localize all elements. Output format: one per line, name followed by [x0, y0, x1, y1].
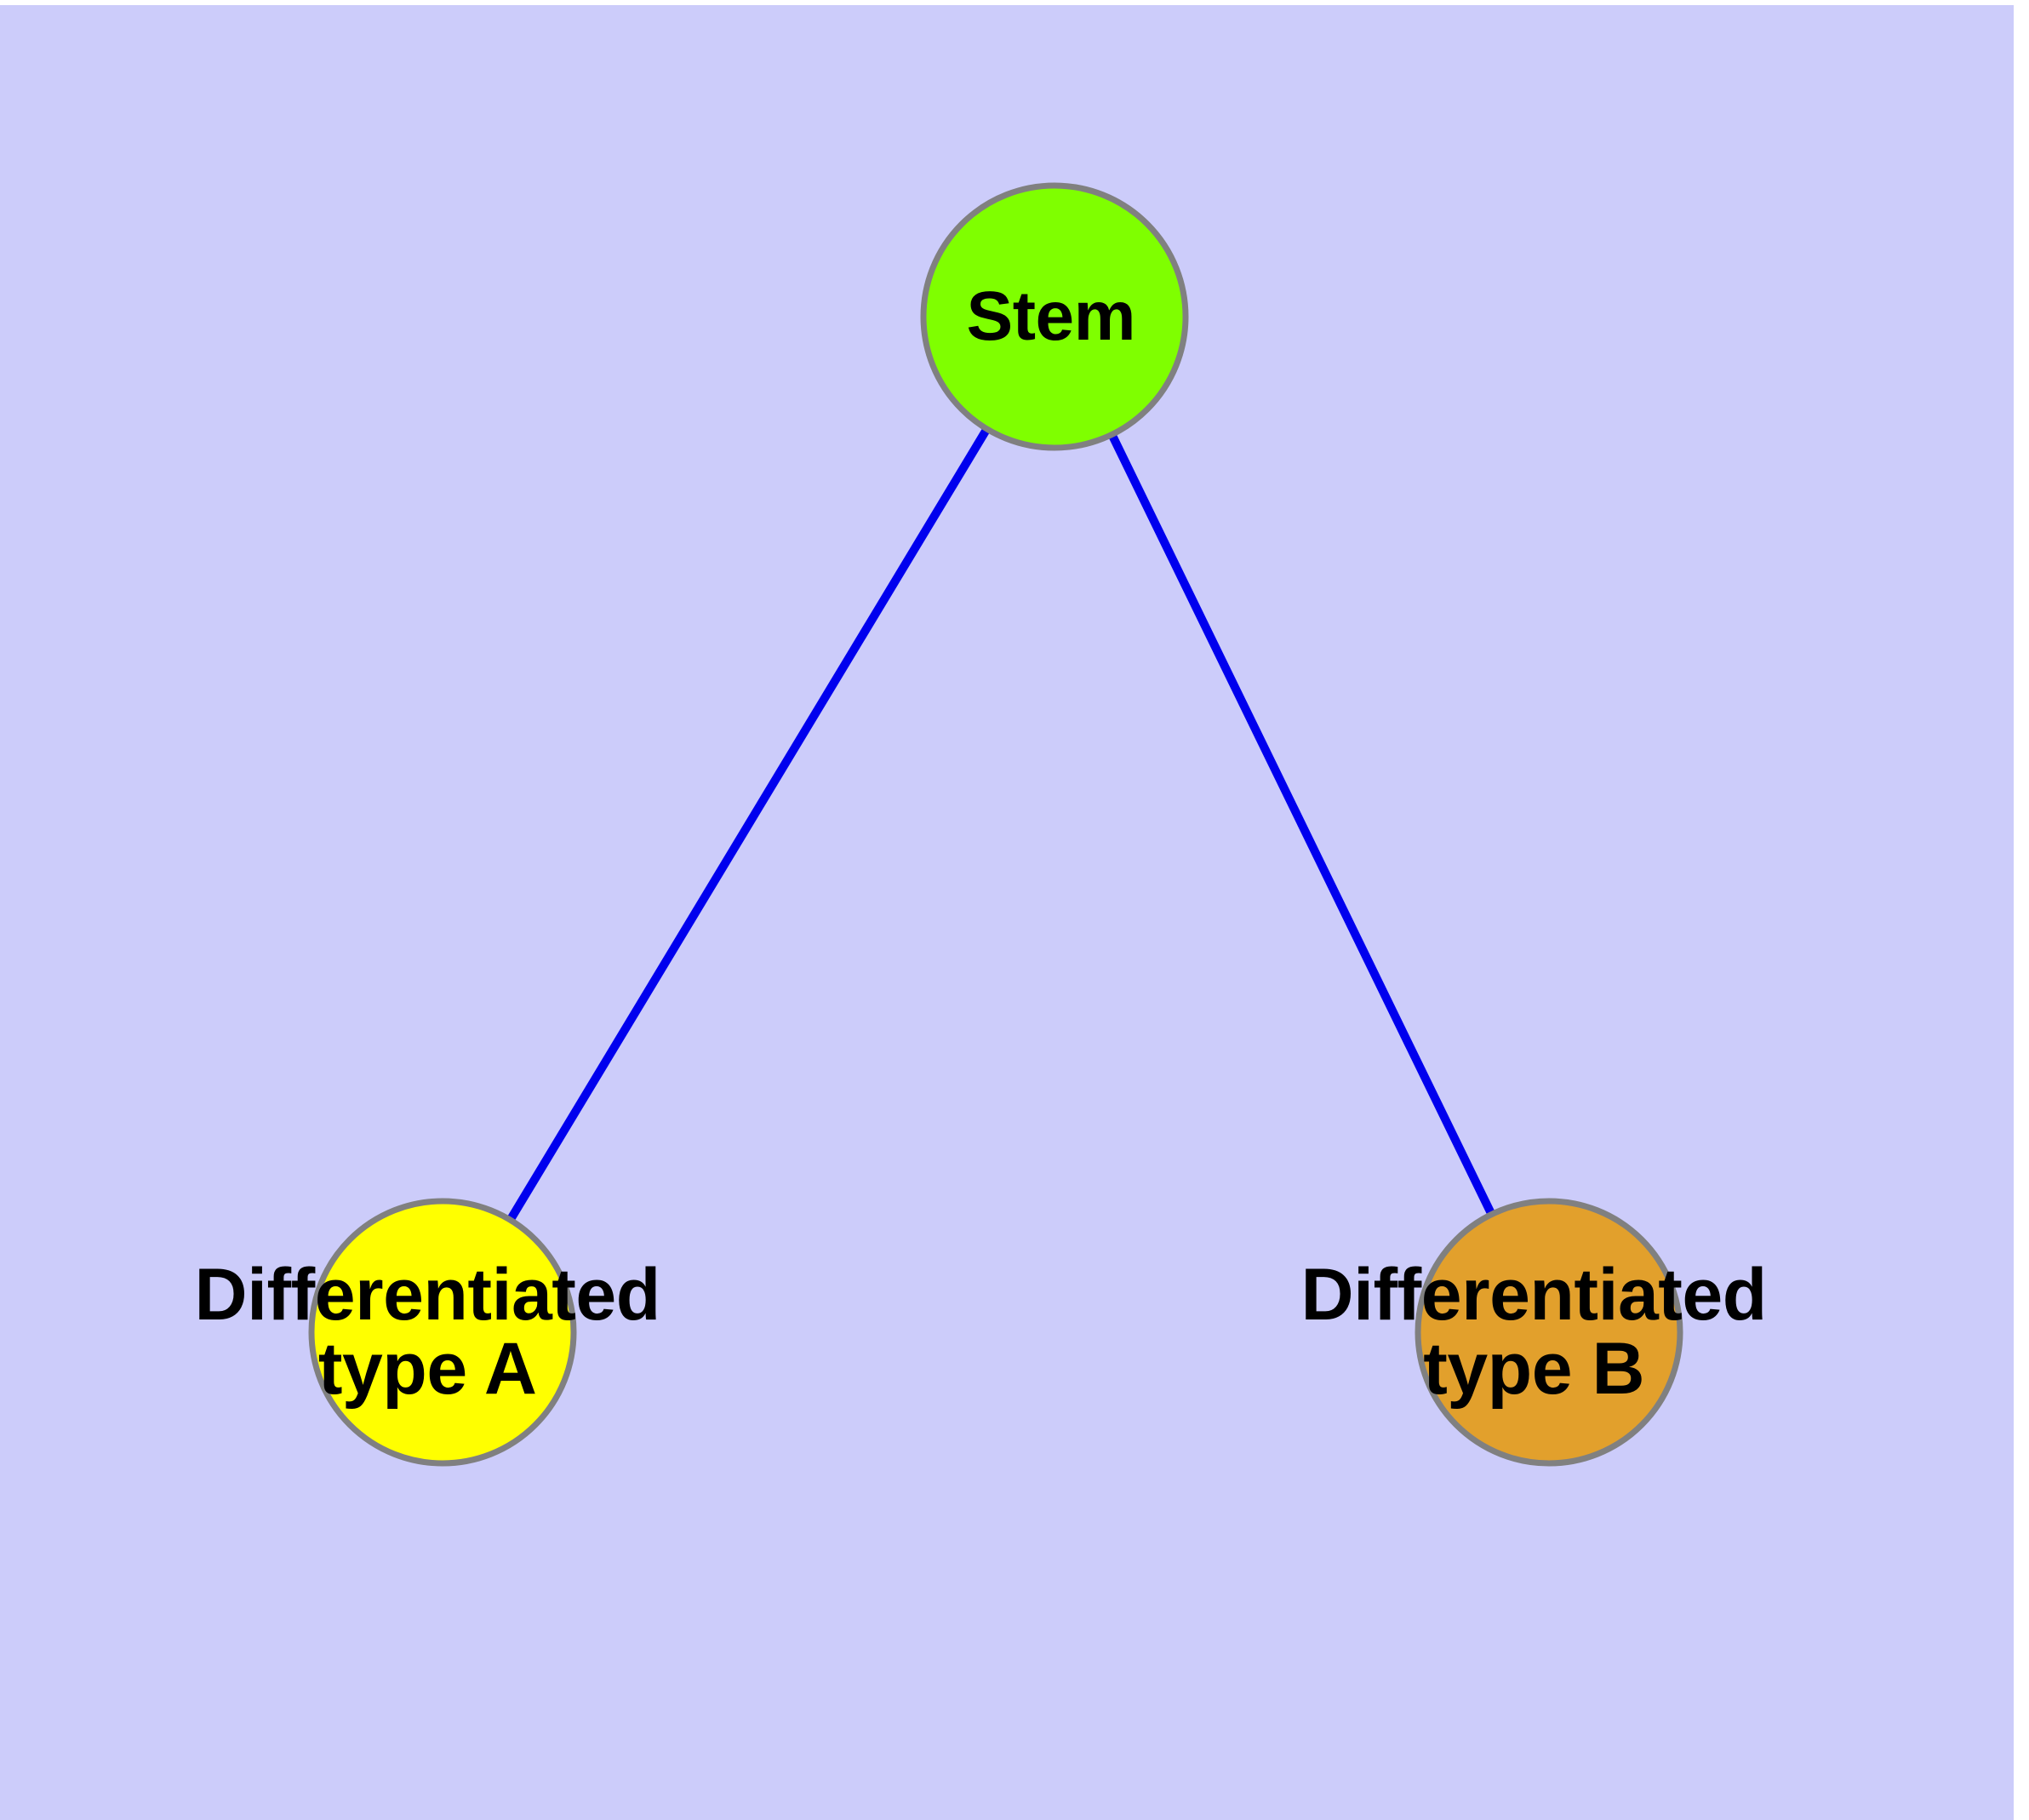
node-diff_a[interactable] — [308, 1198, 577, 1467]
node-layer — [308, 182, 1683, 1467]
edge-stem-diff-a[interactable] — [438, 314, 1059, 1335]
edge-layer — [438, 314, 1553, 1335]
edge-stem-diff-b[interactable] — [1050, 314, 1553, 1335]
node-stem[interactable] — [920, 182, 1189, 451]
node-diff_b[interactable] — [1415, 1198, 1683, 1467]
